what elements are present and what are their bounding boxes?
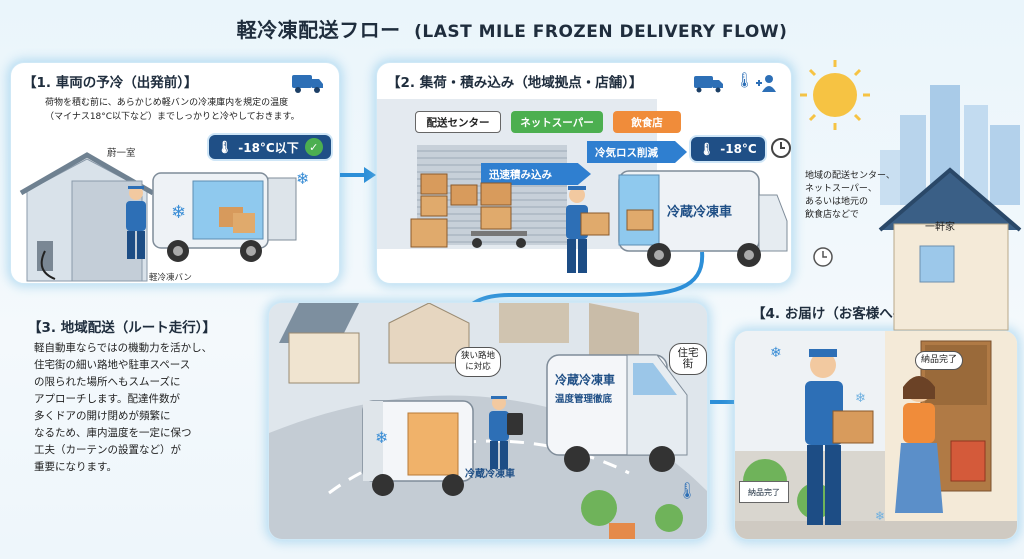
step2-van [618,170,788,267]
step1-title: 【1. 車両の予冷（出発前）】 [23,75,198,91]
clock-icon [813,247,833,267]
check-icon: ✓ [304,138,323,156]
step3-desc-line: アプローチします。配達件数が [34,393,180,405]
house-label: 一軒家 [925,222,955,233]
flow-arrow-1 [340,167,376,183]
step3-desc-line: 多くドアの開け閉めが頻繁に [34,410,171,422]
side-note-line: ネットスーパー、 [805,184,877,194]
snowflake-icon: ❄ [770,345,782,361]
step2-title: 【2. 集荷・積み込み（地域拠点・店舗）】 [387,75,643,91]
side-note-line: 地域の配送センター、 [805,171,895,181]
thermometer-icon: 🌡 [699,142,715,156]
step1-desc: 荷物を積む前に、あらかじめ軽バンの冷凍庫内を規定の温度 （マイナス18°C以下な… [45,96,300,124]
detached-house [878,167,1022,331]
thermometer-icon: 🌡 [735,71,755,89]
tag-net-supermarket: ネットスーパー [511,111,603,133]
van-back-text: 冷蔵冷凍車 [465,469,515,480]
thermometer-icon: 🌡 [217,140,233,154]
delivery-man [805,349,874,525]
step3-panel: ❄ 冷蔵冷凍車 冷蔵冷凍車 温度管理徹底 狭い路地 に対応 住宅街 🌡 [268,302,708,540]
driver-with-tablet [489,396,523,469]
van-front-text-2: 温度管理徹底 [555,394,613,405]
person-icon [756,75,776,92]
bubble-delivery-done: 納品完了 [915,351,964,370]
loading-worker [566,186,610,273]
step4-panel: 納品完了 納品完了 ❄ ❄ [734,330,1018,540]
sun-icon [813,73,857,117]
step3-desc-line: 重要になります。 [34,461,117,473]
bubble-residential: 住宅街 [669,343,707,375]
step3-desc-line: 軽自動車ならではの機動力を活かし、 [34,342,213,354]
step1-van-label: 軽冷凍バン [149,273,192,283]
step2-temp-badge: 🌡 -18°C [689,135,767,163]
step2-side-note: 地域の配送センター、 ネットスーパー、 あるいは地元の 飲食店などで [805,170,895,222]
customer-woman [895,376,943,513]
snowflake-icon: ❄ [296,169,310,188]
garage-label: 蔚一室 [107,148,136,159]
title-jp: 軽冷凍配送フロー [236,18,401,42]
side-note-line: 飲食店などで [805,210,859,220]
clock-icon [771,138,791,158]
truck-icon [292,75,323,93]
tag-distribution-center: 配送センター [415,111,501,133]
bubble-narrow-alley: 狭い路地 に対応 [455,347,502,377]
sign-delivery-done: 納品完了 [739,481,789,503]
page-title: 軽冷凍配送フロー (LAST MILE FROZEN DELIVERY FLOW… [0,14,1024,43]
side-note-line: あるいは地元の [805,197,869,207]
title-en: (LAST MILE FROZEN DELIVERY FLOW) [414,22,788,42]
step3-desc-line: の限られた場所へもスムーズに [34,376,181,388]
snowflake-icon: ❄ [875,509,886,523]
step1-desc-line2: （マイナス18°C以下など）までしっかりと冷やしておきます。 [45,112,300,122]
van-front-text-1: 冷蔵冷凍車 [555,373,616,387]
step2-van-text: 冷蔵冷凍車 [667,205,733,220]
step3-desc: 軽自動車ならではの機動力を活かし、 住宅街の細い路地や駐車スペース の限られた場… [34,340,212,476]
step1-temp-text: -18°C以下 [238,140,299,155]
step2-temp-text: -18°C [720,142,757,156]
snowflake-icon: ❄ [855,391,866,406]
step3-desc-line: 住宅街の細い路地や駐車スペース [34,359,191,371]
truck-icon [694,76,723,93]
step1-temp-badge: 🌡 -18°C以下 ✓ [207,133,333,161]
step1-panel: 【1. 車両の予冷（出発前）】 荷物を積む前に、あらかじめ軽バンの冷凍庫内を規定… [10,62,340,284]
tag-restaurant: 飲食店 [613,111,681,133]
banner-cold-loss: 冷気ロス削減 [587,141,687,163]
step3-desc-line: 工夫（カーテンの設置など）が [34,444,181,456]
step1-van: ❄ [152,172,297,262]
van-back: ❄ [362,400,474,496]
worker-figure [126,186,146,259]
banner-quick-load: 迅速積み込み [481,163,591,185]
step1-desc-line1: 荷物を積む前に、あらかじめ軽バンの冷凍庫内を規定の温度 [45,98,289,108]
step2-panel: 【2. 集荷・積み込み（地域拠点・店舗）】 🌡 配送センター ネットスーパー 飲… [376,62,792,284]
thermometer-icon: 🌡 [677,481,698,500]
svg-text:❄: ❄ [171,202,186,223]
van-front [546,354,688,472]
cargo-boxes [410,173,527,248]
svg-text:❄: ❄ [375,428,388,447]
step3-desc-line: なるため、庫内温度を一定に保つ [34,427,192,439]
step3-title: 【3. 地域配送（ルート走行）】 [28,320,216,336]
